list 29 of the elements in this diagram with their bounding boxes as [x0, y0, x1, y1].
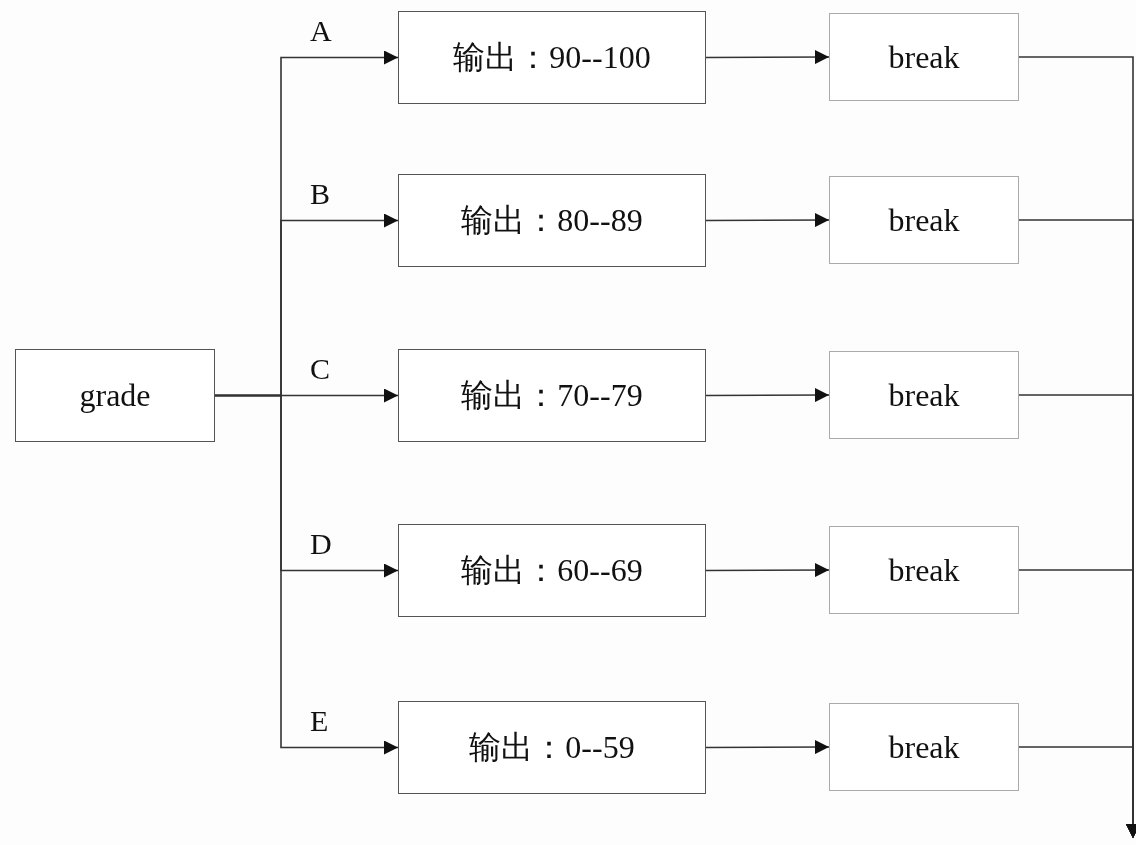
process-box — [398, 174, 706, 267]
box-text: 输出：60--69 — [461, 550, 643, 590]
arrow — [705, 50, 830, 65]
box-text: break — [888, 376, 960, 414]
process-box — [398, 524, 706, 617]
arrow — [705, 740, 830, 755]
box-text: break — [888, 728, 960, 766]
box-text: break — [888, 38, 960, 76]
process-box — [398, 701, 706, 794]
arrow — [705, 563, 830, 578]
process-box — [15, 349, 215, 442]
box-text: 输出：0--59 — [469, 727, 635, 767]
arrow — [214, 394, 399, 755]
process-box — [829, 703, 1019, 791]
box-text: 输出：80--89 — [461, 200, 643, 240]
arrow — [1018, 746, 1136, 839]
box-text: 输出：90--100 — [453, 37, 651, 77]
box-text: 输出：70--79 — [461, 375, 643, 415]
box-text: break — [888, 201, 960, 239]
process-box — [829, 176, 1019, 264]
process-box — [829, 526, 1019, 614]
box-text: grade — [79, 377, 151, 414]
arrow — [705, 388, 830, 403]
process-box — [829, 351, 1019, 439]
process-box — [398, 349, 706, 442]
process-box — [829, 13, 1019, 101]
arrow — [705, 213, 830, 228]
process-box — [398, 11, 706, 104]
box-text: break — [888, 551, 960, 589]
